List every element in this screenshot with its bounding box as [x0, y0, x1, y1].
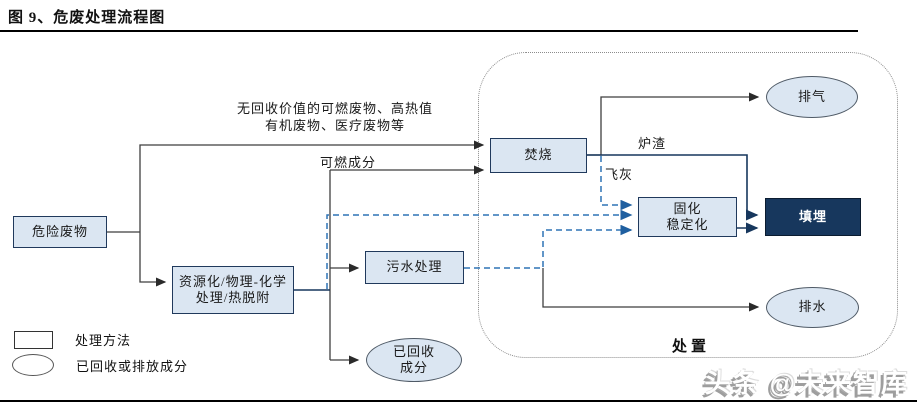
edge-hazwaste-to-resource: [139, 232, 167, 287]
edge-label-flyash: 飞灰: [605, 167, 634, 182]
edge-incineration-to-exhaust: [587, 92, 760, 156]
node-landfill: 填埋: [765, 198, 861, 236]
legend-recovered-discharged: 已回收或排放成分: [12, 354, 188, 376]
legend-rect-label: 处理方法: [75, 333, 132, 348]
edge-resource-to-solidification: [326, 209, 633, 289]
edge-hazwaste-to-incineration: [139, 140, 485, 232]
node-solidification: 固化 稳定化: [638, 197, 737, 237]
legend-treatment-method: 处理方法: [14, 330, 131, 349]
disposal-region-label: 处置: [672, 339, 711, 355]
legend-rect-swatch: [14, 330, 53, 349]
node-recovered: 已回收 成分: [366, 338, 462, 382]
edge-wastewater-to-solidification: [464, 224, 633, 269]
title-divider: [0, 30, 858, 32]
edge-label-combustible: 可燃成分: [320, 155, 377, 170]
node-incineration: 焚烧: [490, 138, 587, 173]
edge-wastewater-to-drainage: [542, 268, 760, 312]
node-recovered-line1: 已回收: [392, 343, 435, 359]
disposal-region-border: [478, 52, 898, 358]
node-wastewater-treatment: 污水处理: [365, 251, 464, 284]
node-exhaust-gas: 排气: [766, 76, 858, 118]
node-solidification-line1: 固化: [673, 200, 702, 216]
node-recovered-line2: 成分: [399, 360, 428, 375]
watermark: 头条 @未来智库: [704, 368, 909, 398]
flowchart: 无回收价值的可燃废物、高热值有机废物、医疗废物等 可燃成分 炉渣 飞灰 危险废物…: [0, 32, 917, 400]
legend-ellipse-label: 已回收或排放成分: [76, 358, 189, 374]
node-resource-treatment: 资源化/物理-化学处理/热脱附: [172, 266, 294, 314]
figure-title: 图 9、危废处理流程图: [8, 10, 166, 26]
edge-label-no-recovery: 无回收价值的可燃废物、高热值有机废物、医疗废物等: [236, 101, 433, 133]
edge-label-slag: 炉渣: [638, 136, 667, 151]
node-drainage: 排水: [766, 287, 859, 328]
flow-connectors: [107, 92, 760, 365]
bottom-divider: [0, 400, 917, 402]
legend-ellipse-swatch: [12, 354, 54, 376]
node-hazardous-waste: 危险废物: [13, 216, 107, 248]
edge-slag-to-landfill: [587, 154, 759, 221]
node-solidification-line2: 稳定化: [666, 217, 709, 232]
